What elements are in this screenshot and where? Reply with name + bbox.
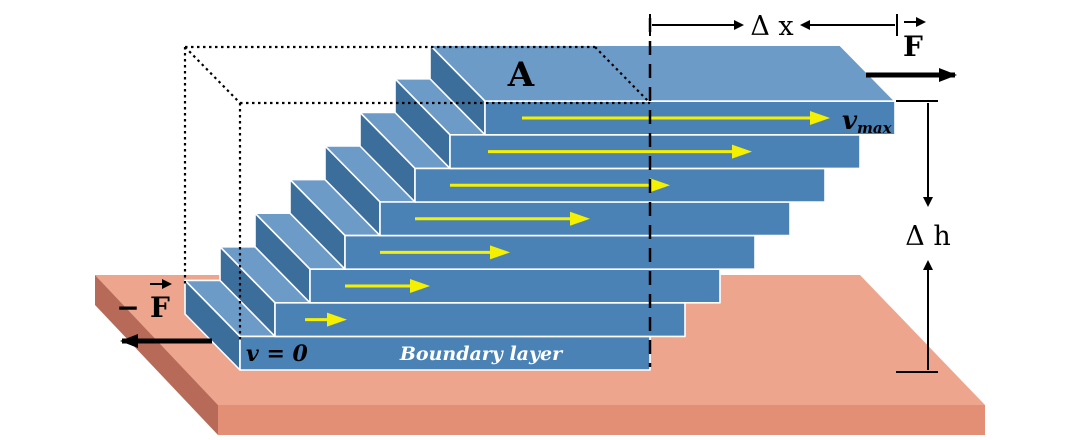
undeformed-outline bbox=[183, 45, 651, 340]
reaction-force-label: F bbox=[150, 291, 170, 324]
reaction-force-sign: − bbox=[116, 291, 139, 324]
velocity-arrow-head bbox=[327, 312, 347, 327]
outline-top-right bbox=[594, 46, 651, 104]
velocity-arrow-head bbox=[570, 211, 590, 226]
velocity-arrow-head bbox=[810, 111, 830, 125]
reaction-force: − F bbox=[116, 279, 212, 348]
velocity-arrow-head bbox=[410, 279, 430, 293]
v-max-symbol: v bbox=[842, 106, 858, 136]
delta-h-dimension: Δ h bbox=[896, 100, 951, 373]
delta-h-label: Δ h bbox=[905, 221, 950, 252]
velocity-arrow-head bbox=[732, 144, 752, 159]
v-max-subscript: max bbox=[857, 119, 893, 137]
velocity-arrows bbox=[305, 111, 830, 327]
delta-x-dimension: Δ x bbox=[649, 11, 898, 42]
ground-side-face bbox=[95, 275, 218, 435]
delta-x-label: Δ x bbox=[750, 11, 793, 42]
v-zero-label: v = 0 bbox=[246, 341, 309, 367]
applied-force: F bbox=[866, 17, 957, 82]
v-max-label: v max bbox=[842, 106, 893, 137]
area-label: A bbox=[507, 55, 535, 95]
ground-front-face bbox=[218, 405, 985, 435]
outline-top-left bbox=[184, 46, 241, 104]
fluid-layers bbox=[184, 44, 896, 371]
force-label: F bbox=[903, 30, 923, 63]
fluid-layer bbox=[429, 44, 896, 136]
velocity-arrow-head bbox=[490, 245, 510, 260]
velocity-arrow-head bbox=[650, 178, 670, 193]
layer-top-face bbox=[429, 44, 896, 102]
boundary-layer-label: Boundary layer bbox=[399, 343, 564, 365]
